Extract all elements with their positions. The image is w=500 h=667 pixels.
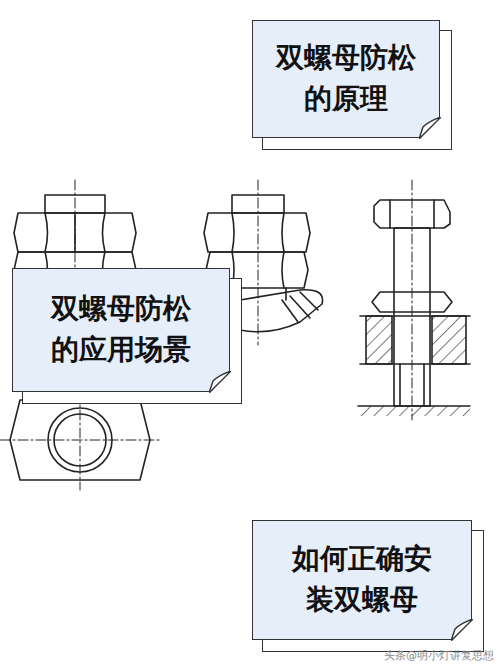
callout-card: 双螺母防松 的应用场景 — [12, 268, 230, 392]
folded-corner — [419, 117, 441, 139]
title-card: 双螺母防松 的原理 — [252, 20, 440, 138]
card-title: 如何正确安 装双螺母 — [289, 539, 435, 620]
callout-card: 如何正确安 装双螺母 — [252, 520, 472, 640]
folded-corner — [451, 619, 473, 641]
title-card: 如何正确安 装双螺母 — [252, 520, 472, 640]
callout-card: 双螺母防松 的原理 — [252, 20, 440, 138]
folded-corner — [209, 371, 231, 393]
card-title: 双螺母防松 的原理 — [273, 38, 419, 119]
watermark: 头条@明小灯讲复思想 — [384, 648, 494, 663]
card-title: 双螺母防松 的应用场景 — [48, 289, 194, 370]
title-card: 双螺母防松 的应用场景 — [12, 268, 230, 392]
